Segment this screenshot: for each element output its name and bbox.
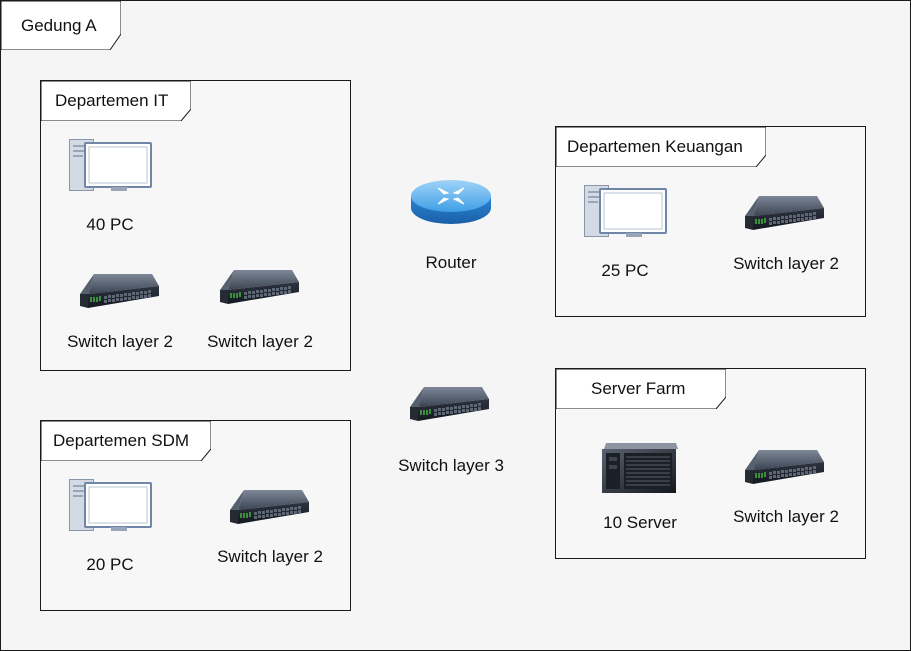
- group-title: Server Farm: [591, 379, 686, 398]
- switch-layer3-label: Switch layer 3: [398, 456, 504, 475]
- network-switch-icon: [745, 194, 825, 236]
- group-title: Departemen Keuangan: [567, 137, 743, 156]
- building-label-tab: Gedung A: [1, 1, 121, 50]
- group-title: Departemen IT: [55, 91, 169, 110]
- network-switch-icon: [410, 385, 490, 427]
- network-switch-icon: [80, 272, 160, 314]
- it-switch2-label: Switch layer 2: [207, 332, 313, 351]
- group-title-tab: Departemen Keuangan: [556, 127, 766, 167]
- desktop-computer-icon: [69, 479, 153, 531]
- building-label: Gedung A: [21, 15, 97, 35]
- keuangan-pc-label: 25 PC: [601, 261, 649, 280]
- sdm-switch-label: Switch layer 2: [217, 547, 323, 566]
- group-title-tab: Departemen SDM: [41, 421, 211, 461]
- sdm-pc-label: 20 PC: [86, 555, 134, 574]
- group-title: Departemen SDM: [53, 431, 190, 450]
- it-switch1-label: Switch layer 2: [67, 332, 173, 351]
- group-departemen-it: Departemen IT: [40, 80, 351, 371]
- keuangan-switch-label: Switch layer 2: [733, 254, 839, 273]
- router-icon: [410, 176, 492, 228]
- network-switch-icon: [745, 448, 825, 490]
- desktop-computer-icon: [69, 139, 153, 191]
- server-farm-switch-label: Switch layer 2: [733, 507, 839, 526]
- group-title-tab: Departemen IT: [41, 81, 191, 121]
- server-farm-server-label: 10 Server: [603, 513, 677, 532]
- it-pc-label: 40 PC: [86, 215, 134, 234]
- rack-server-icon: [600, 441, 680, 495]
- network-switch-icon: [230, 488, 310, 530]
- desktop-computer-icon: [584, 185, 668, 237]
- group-title-tab: Server Farm: [556, 369, 726, 409]
- router-label: Router: [425, 253, 477, 272]
- network-switch-icon: [220, 268, 300, 310]
